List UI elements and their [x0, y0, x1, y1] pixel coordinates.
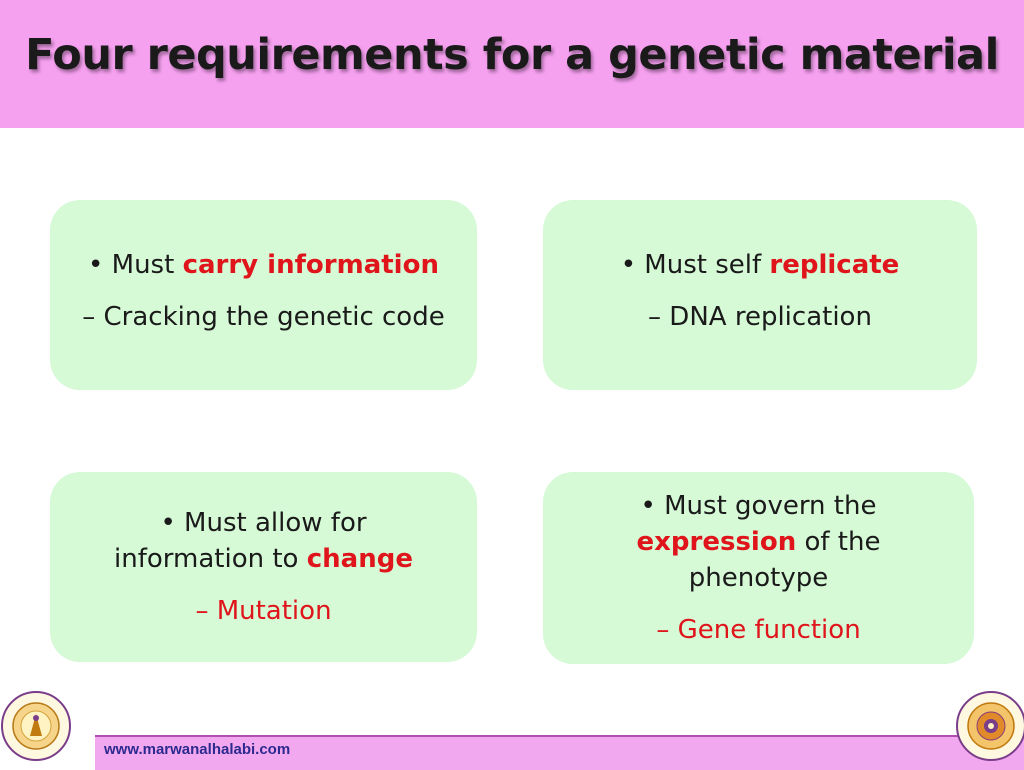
- highlight-text: carry information: [182, 250, 439, 280]
- footer-bar: [95, 735, 1024, 770]
- bullet-text: • Must self: [620, 250, 770, 280]
- bullet-text: information to: [114, 544, 307, 574]
- requirement-bullet-line1: • Must govern the: [640, 491, 877, 521]
- highlight-text: replicate: [769, 250, 900, 280]
- requirement-subpoint: – DNA replication: [648, 302, 872, 332]
- requirement-bullet-line1: • Must allow for: [160, 508, 367, 538]
- slide-title: Four requirements for a genetic material: [25, 30, 999, 80]
- highlight-text: change: [306, 544, 413, 574]
- requirement-box-change: • Must allow for information to change –…: [50, 472, 477, 662]
- requirement-bullet-line3: phenotype: [688, 563, 829, 593]
- requirement-bullet-line2: information to change: [114, 541, 413, 577]
- requirement-box-carry-information: • Must carry information – Cracking the …: [50, 200, 477, 390]
- bullet-text: of the: [796, 527, 881, 557]
- highlight-text: expression: [636, 527, 797, 557]
- faculty-seal-logo: [1, 691, 71, 761]
- requirement-box-expression: • Must govern the expression of the phen…: [543, 472, 974, 664]
- title-banner: [0, 0, 1024, 128]
- hospital-seal-logo: [956, 691, 1024, 761]
- requirement-subpoint: – Cracking the genetic code: [82, 302, 445, 332]
- footer-url-link[interactable]: www.marwanalhalabi.com: [104, 741, 291, 758]
- requirement-bullet: • Must carry information: [88, 247, 439, 283]
- requirement-subpoint: – Gene function: [656, 615, 861, 645]
- requirement-subpoint: – Mutation: [195, 596, 332, 626]
- requirement-bullet-line2: expression of the: [637, 524, 881, 560]
- requirement-bullet: • Must self replicate: [621, 247, 900, 283]
- requirement-box-replicate: • Must self replicate – DNA replication: [543, 200, 977, 390]
- bullet-text: • Must: [88, 250, 183, 280]
